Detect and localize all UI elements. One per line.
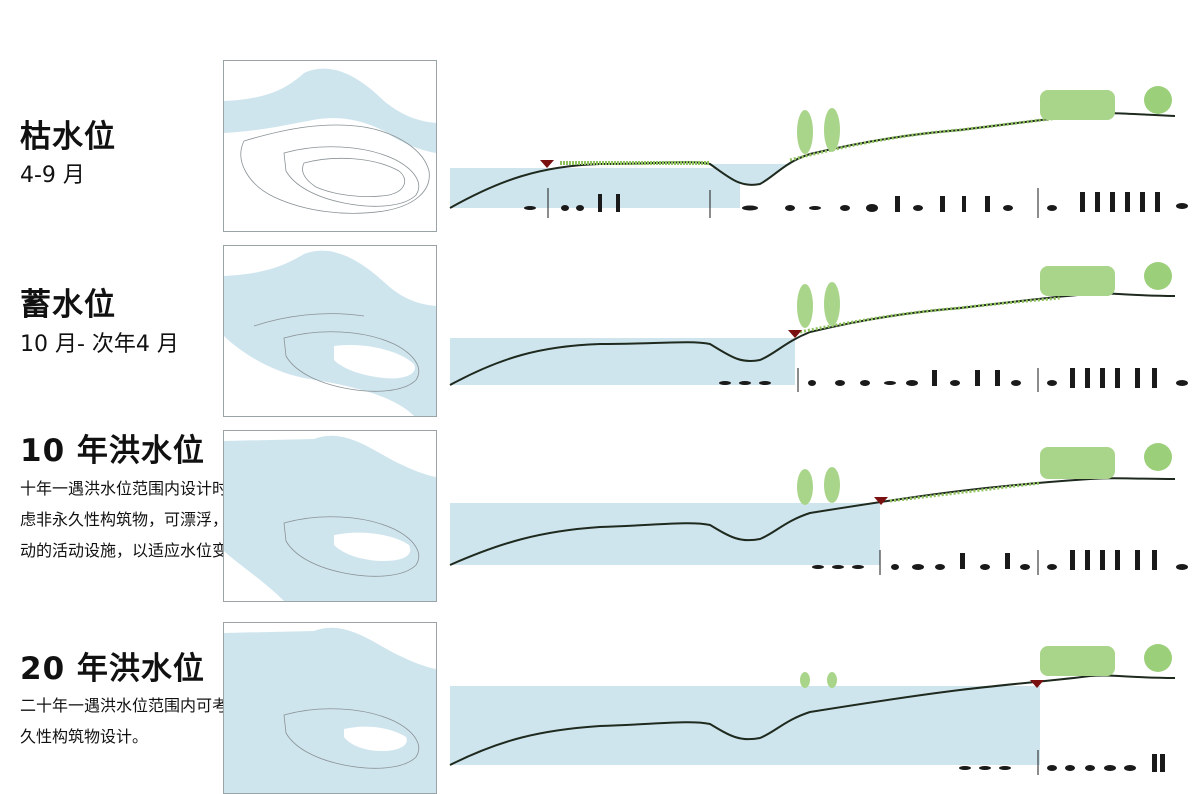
row-title: 10 年洪水位 <box>20 433 205 469</box>
map-svg <box>224 250 436 416</box>
cross-section-10yr <box>440 425 1200 590</box>
row-title: 枯水位 <box>20 119 116 155</box>
cross-section-dry <box>440 60 1200 230</box>
cross-section-storage <box>440 240 1200 400</box>
water-extent-map <box>223 622 437 794</box>
row-title: 蓄水位 <box>20 287 116 323</box>
map-svg <box>224 627 436 793</box>
section-svg <box>449 443 1188 575</box>
row-description: 二十年一遇洪水位范围内可考虑永久性构筑物设计。 <box>20 696 261 746</box>
map-svg <box>224 435 436 601</box>
cross-section-20yr <box>440 620 1200 785</box>
row-subtitle: 10 月- 次年4 月 <box>20 332 179 357</box>
section-svg <box>449 644 1176 775</box>
water-extent-map <box>223 430 437 602</box>
section-svg <box>449 262 1188 392</box>
row-subtitle: 4-9 月 <box>20 163 85 188</box>
row-description: 十年一遇洪水位范围内设计时应考虑非永久性构筑物，可漂浮，可移动的活动设施，以适应… <box>20 479 261 560</box>
section-svg <box>449 86 1188 230</box>
map-svg <box>224 68 436 214</box>
row-title: 20 年洪水位 <box>20 651 205 687</box>
water-extent-map <box>223 60 437 232</box>
water-extent-map <box>223 245 437 417</box>
